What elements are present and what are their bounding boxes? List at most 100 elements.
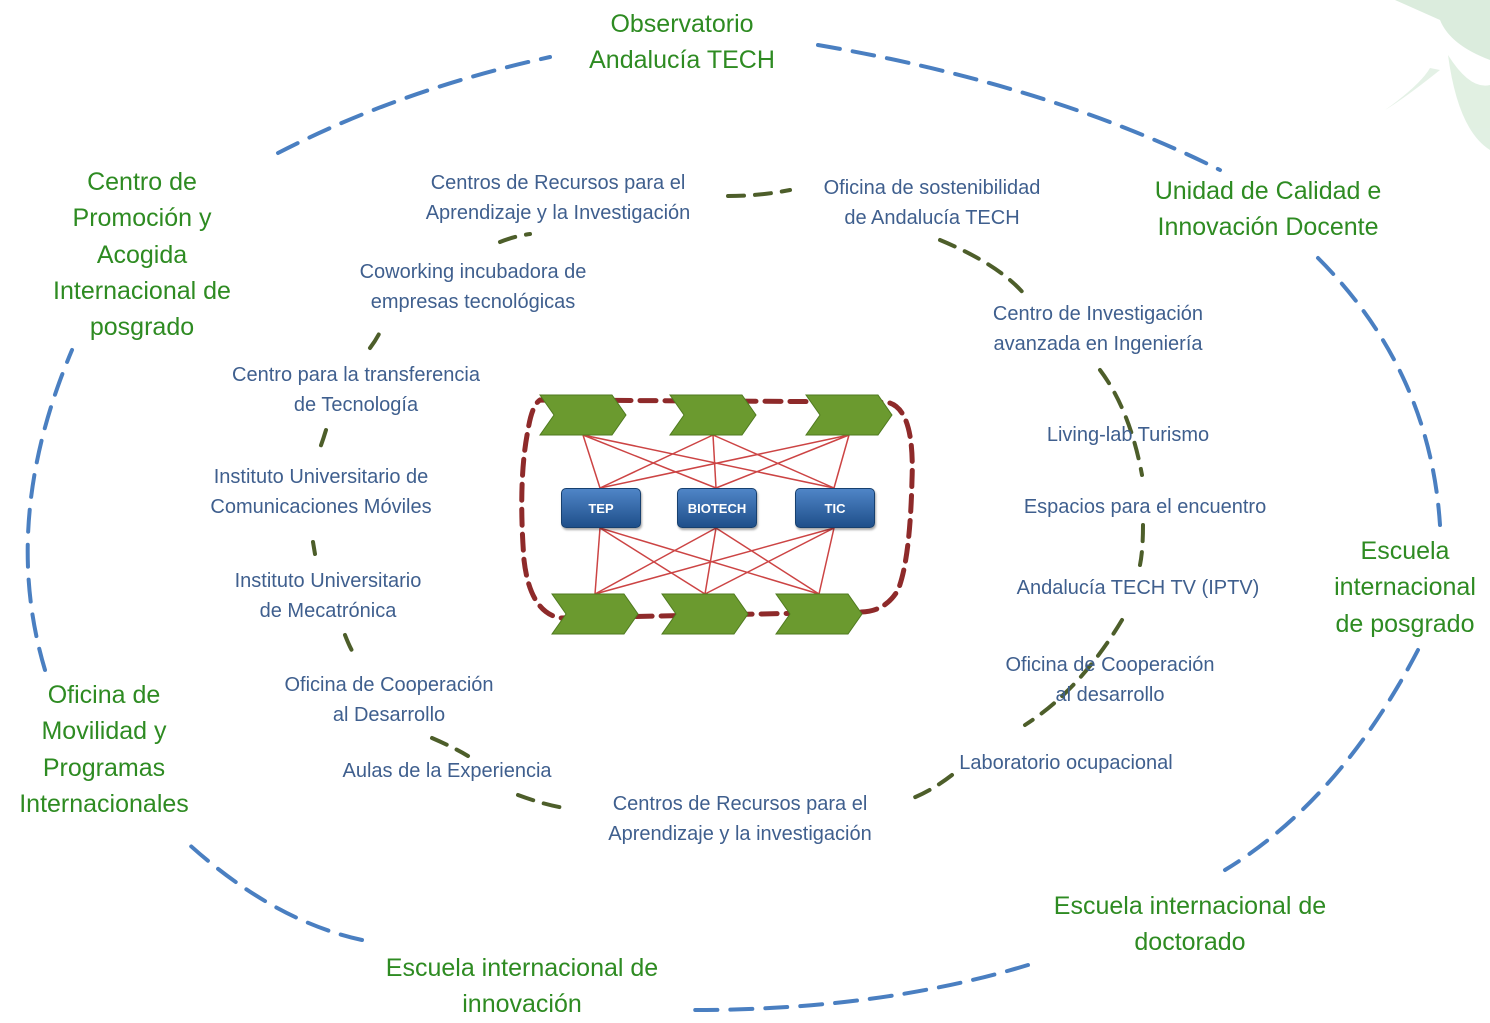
inner-label-line: de Tecnología	[293, 394, 419, 416]
inner-label-investigacion-ingenieria: Centro de Investigación avanzada en Ingen…	[993, 299, 1203, 359]
link-top-2-3	[712, 434, 835, 489]
core-node-biotech: BIOTECH	[677, 488, 757, 528]
inner-label-line: Andalucía TECH TV (IPTV)	[1016, 577, 1260, 599]
inner-ring	[311, 188, 1145, 810]
inner-label-line: Centro de Investigación	[992, 303, 1204, 325]
inner-label-coworking: Coworking incubadora de empresas tecnológ…	[360, 257, 587, 317]
inner-label-cooperacion-right: Oficina de Cooperación al desarrollo	[1005, 650, 1214, 710]
bottom-chevron-1	[551, 593, 639, 635]
core-links	[582, 434, 850, 595]
outer-label-escuela-innovacion: Escuela internacional de innovación	[386, 950, 658, 1023]
inner-label-line: al desarrollo	[1055, 684, 1165, 706]
inner-label-crai-bottom: Centros de Recursos para el Aprendizaje y…	[608, 789, 872, 849]
link-bottom-3-3	[818, 527, 835, 595]
inner-label-comunicaciones-moviles: Instituto Universitario de Comunicaciones…	[210, 462, 431, 522]
outer-label-unidad-calidad: Unidad de Calidad e Innovación Docente	[1155, 173, 1382, 246]
outer-label-line: Acogida	[96, 240, 188, 269]
link-bottom-3-1	[599, 527, 820, 595]
inner-label-espacios-encuentro: Espacios para el encuentro	[1024, 492, 1266, 522]
bottom-chevron-2	[661, 593, 749, 635]
outer-label-line: Escuela internacional de	[385, 954, 659, 982]
leaf-logo-icon	[1385, 0, 1490, 150]
inner-label-line: de Andalucía TECH	[844, 207, 1020, 229]
outer-label-escuela-posgrado: Escuela internacional de posgrado	[1334, 533, 1476, 642]
inner-label-tech-tv: Andalucía TECH TV (IPTV)	[1017, 573, 1260, 603]
outer-label-line: Internacional de	[53, 276, 231, 305]
outer-label-escuela-doctorado: Escuela internacional de doctorado	[1054, 888, 1326, 961]
outer-label-line: innovación	[462, 990, 582, 1019]
inner-label-line: Centros de Recursos para el	[430, 172, 686, 194]
link-top-2-1	[599, 434, 714, 489]
outer-label-line: Oficina de	[47, 681, 161, 709]
outer-label-line: Internacionales	[19, 789, 189, 818]
inner-label-line: Instituto Universitario	[234, 570, 422, 592]
inner-label-line: Oficina de sostenibilidad	[823, 177, 1041, 199]
outer-label-line: Observatorio	[610, 10, 754, 38]
link-bottom-2-3	[704, 527, 835, 595]
inner-label-laboratorio-ocupacional: Laboratorio ocupacional	[959, 748, 1173, 778]
inner-label-line: Laboratorio ocupacional	[959, 752, 1173, 774]
inner-label-line: Oficina de Cooperación	[284, 674, 494, 696]
outer-label-line: Movilidad y	[41, 717, 167, 746]
link-top-2-2	[712, 434, 717, 489]
inner-label-cooperacion-left: Oficina de Cooperación al Desarrollo	[284, 670, 493, 730]
inner-label-line: Comunicaciones Móviles	[210, 496, 432, 518]
inner-label-line: Aprendizaje y la Investigación	[425, 202, 691, 224]
inner-label-transferencia: Centro para la transferencia de Tecnologí…	[232, 360, 480, 420]
inner-label-line: Centros de Recursos para el	[612, 793, 868, 815]
inner-label-line: avanzada en Ingeniería	[993, 333, 1203, 355]
top-chevron-1	[539, 394, 627, 436]
outer-label-line: de posgrado	[1335, 609, 1475, 638]
inner-label-aulas-experiencia: Aulas de la Experiencia	[342, 756, 551, 786]
outer-label-line: Centro de	[87, 168, 197, 196]
inner-label-line: Aulas de la Experiencia	[342, 760, 552, 782]
outer-label-line: Escuela internacional de	[1053, 892, 1327, 920]
inner-label-line: empresas tecnológicas	[370, 291, 576, 313]
inner-label-line: al Desarrollo	[332, 704, 446, 726]
link-bottom-1-2	[594, 527, 717, 595]
inner-label-line: Centro para la transferencia	[232, 364, 480, 386]
inner-label-line: de Mecatrónica	[259, 600, 397, 622]
bottom-chevron-3	[775, 593, 863, 635]
inner-label-line: Aprendizaje y la investigación	[608, 823, 872, 845]
outer-label-line: posgrado	[89, 313, 195, 341]
outer-label-line: Unidad de Calidad e	[1154, 177, 1382, 205]
outer-label-line: Innovación Docente	[1157, 213, 1379, 242]
top-chevron-2	[669, 394, 757, 436]
outer-label-line: Promoción y	[72, 204, 212, 233]
inner-label-sostenibilidad: Oficina de sostenibilidad de Andalucía TE…	[824, 173, 1041, 233]
link-bottom-2-1	[599, 527, 706, 595]
link-top-1-1	[582, 434, 601, 489]
outer-label-line: Programas	[42, 753, 166, 782]
inner-label-crai-top: Centros de Recursos para el Aprendizaje y…	[426, 168, 691, 228]
outer-label-line: internacional	[1334, 573, 1476, 602]
core-chevrons	[539, 394, 893, 635]
link-top-1-2	[582, 434, 717, 489]
outer-label-line: doctorado	[1134, 928, 1246, 957]
link-bottom-1-3	[594, 527, 835, 595]
link-bottom-3-2	[715, 527, 820, 595]
inner-label-line: Oficina de Cooperación	[1005, 654, 1215, 676]
inner-label-living-lab: Living-lab Turismo	[1047, 420, 1209, 450]
link-top-3-3	[833, 434, 850, 489]
link-top-3-1	[599, 434, 850, 489]
core-node-tic: TIC	[795, 488, 875, 528]
link-top-1-3	[582, 434, 835, 489]
inner-label-line: Espacios para el encuentro	[1023, 496, 1267, 518]
link-top-3-2	[715, 434, 850, 489]
top-chevron-3	[805, 394, 893, 436]
outer-label-line: Escuela	[1360, 537, 1450, 565]
inner-label-line: Coworking incubadora de	[359, 261, 587, 283]
outer-ring	[25, 43, 1442, 1012]
inner-label-mecatronica: Instituto Universitario de Mecatrónica	[235, 566, 422, 626]
core-node-tep: TEP	[561, 488, 641, 528]
link-bottom-1-1	[594, 527, 601, 595]
inner-label-line: Living-lab Turismo	[1046, 424, 1210, 446]
inner-label-line: Instituto Universitario de	[213, 466, 429, 488]
outer-label-line: Andalucía TECH	[589, 46, 775, 75]
